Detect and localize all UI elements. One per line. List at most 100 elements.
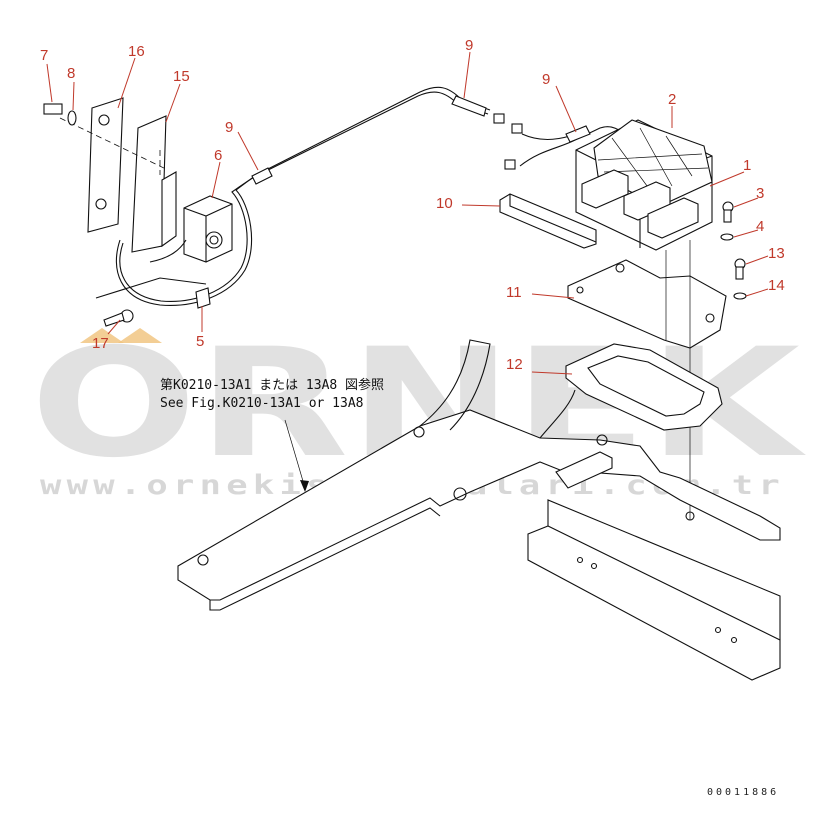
leader-9a	[237, 131, 259, 171]
callout-9c: 9	[542, 71, 550, 88]
reference-note-en: See Fig.K0210-13A1 or 13A8	[160, 396, 364, 411]
callout-14: 14	[768, 277, 785, 294]
plate-11-hole	[576, 286, 584, 294]
clamp-5	[195, 287, 211, 309]
floor-rail-hole	[576, 556, 584, 564]
watermark-accent-icon	[118, 328, 162, 343]
callout-4: 4	[756, 218, 764, 235]
callout-9b: 9	[465, 37, 473, 54]
unit-6	[183, 195, 233, 263]
callout-12: 12	[506, 356, 523, 373]
floor-frame-curve	[539, 389, 576, 439]
leader-11	[531, 293, 575, 299]
unit-6-connector	[205, 231, 223, 249]
plate-16	[87, 97, 124, 233]
callout-2: 2	[668, 91, 676, 108]
callout-13: 13	[768, 245, 785, 262]
callout-8: 8	[67, 65, 75, 82]
hardware	[720, 201, 747, 300]
plate-11-body	[567, 259, 727, 349]
floor-mount-hole	[685, 511, 695, 521]
reference-note: 第K0210-13A1 または 13A8 図参照 See Fig.K0210-1…	[160, 377, 384, 492]
bracket-15	[131, 115, 167, 253]
callout-10: 10	[436, 195, 453, 212]
bolt-13-shank	[735, 266, 744, 280]
gasket-12	[565, 343, 723, 431]
callout-3: 3	[756, 185, 764, 202]
floor-rail-hole	[714, 626, 722, 634]
wire-harness	[115, 86, 627, 309]
washer-14	[733, 292, 747, 300]
leader-15	[165, 83, 181, 123]
watermark-accent-icon	[80, 328, 124, 343]
harness-sleeve	[451, 95, 487, 117]
harness-main-outline	[119, 91, 489, 302]
clip-base	[95, 277, 207, 299]
harness-branch	[149, 239, 187, 263]
plate-11-stud	[615, 263, 625, 273]
leader-17	[107, 319, 121, 335]
callout-6: 6	[214, 147, 222, 164]
leader-16	[117, 57, 136, 109]
rail-10	[499, 193, 597, 249]
callout-17: 17	[92, 335, 109, 352]
callouts: 7 8 16 15 9 6 9 9 2 1 3 4 13 14 10 11 12…	[40, 37, 785, 373]
harness-sleeve	[251, 167, 273, 185]
bolt-7	[43, 103, 63, 115]
gasket-12-inner	[587, 355, 705, 417]
leader-14	[745, 288, 769, 297]
rail-10-edge	[509, 194, 597, 243]
leader-13	[745, 255, 769, 265]
bracket-assembly	[43, 97, 233, 327]
floor-frame-curve	[419, 339, 491, 431]
bolt-17-shank	[103, 312, 125, 327]
gasket-12-outer	[565, 343, 723, 431]
floor-frame-body	[177, 409, 781, 601]
floor-frame-edge	[209, 507, 441, 611]
bolt-3-shank	[723, 209, 732, 223]
callout-5: 5	[196, 333, 204, 350]
controller-assembly	[575, 119, 713, 251]
unit-6-connector-core	[209, 235, 219, 245]
leader-12	[531, 371, 573, 375]
arrow-head-icon	[300, 480, 309, 492]
callout-7: 7	[40, 47, 48, 64]
leader-4	[733, 229, 759, 238]
drawing-code: 00011886	[707, 787, 779, 798]
floor-rail-hole	[730, 636, 738, 644]
callout-1: 1	[743, 157, 751, 174]
leader-6	[211, 161, 221, 199]
washer-8	[67, 110, 77, 126]
callout-11: 11	[506, 284, 522, 301]
leader-7	[46, 63, 53, 103]
leader-9b	[463, 51, 471, 99]
floor-frame-hole	[413, 426, 425, 438]
callout-leaders	[46, 51, 769, 375]
leader-10	[461, 204, 501, 207]
leader-9c	[555, 85, 577, 133]
harness-branch	[521, 133, 571, 141]
controller-connector	[647, 197, 699, 239]
reference-note-jp: 第K0210-13A1 または 13A8 図参照	[160, 377, 384, 393]
harness-connector	[504, 159, 516, 170]
bracket-15-flange	[161, 171, 177, 248]
floor-frame-hole	[453, 487, 467, 501]
cover-2-grid	[597, 127, 709, 191]
harness-main	[115, 86, 491, 306]
callout-15: 15	[173, 68, 190, 85]
reference-arrow	[284, 419, 306, 489]
leader-8	[72, 81, 75, 111]
floor-rail-upper	[547, 499, 781, 640]
floor-rail-hole	[590, 562, 598, 570]
plate-16-hole	[98, 114, 110, 126]
leader-3	[733, 197, 759, 208]
harness-connector	[511, 123, 523, 134]
plate-16-hole	[95, 198, 107, 210]
callout-9a: 9	[225, 119, 233, 136]
harness-connector	[493, 113, 505, 124]
washer-4	[720, 233, 734, 241]
leader-1	[709, 171, 745, 187]
harness-sleeve	[565, 125, 591, 143]
floor-frame-mount	[555, 451, 613, 489]
